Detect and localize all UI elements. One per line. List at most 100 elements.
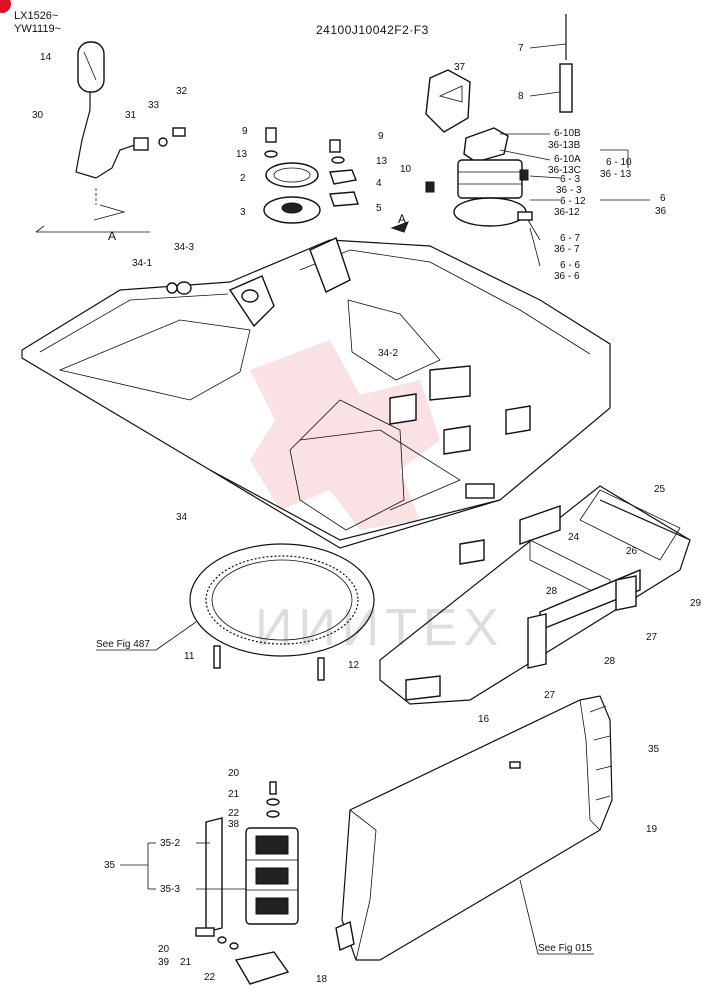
swing-bearing [189,543,375,681]
callout-13b: 13 [376,156,388,167]
callout-36-13b: 36-13B [548,140,581,151]
hose-block [425,69,471,133]
callout-36-12: 36-12 [554,207,580,218]
callout-36-13c: 36-13C [548,165,581,176]
bolt-11 [213,645,221,669]
callout-36-13: 36 - 13 [600,169,632,180]
callout-29: 29 [690,598,702,609]
callout-6-10: 6 - 10 [606,157,632,168]
block-18 [234,951,290,985]
ref-see-fig-015: See Fig 015 [538,943,592,954]
leader-lines-top-right [499,43,650,267]
callout-27b: 27 [544,690,556,701]
view-arrow-icon [390,221,409,233]
washer [158,137,168,147]
callout-31: 31 [125,110,137,121]
mirror-stay [75,92,97,179]
callout-24: 24 [568,532,580,543]
callout-13a: 13 [236,149,248,160]
callout-18: 18 [316,974,328,985]
callout-36: 36 [655,206,667,217]
rear-frame [379,485,691,705]
callout-34: 34 [176,512,188,523]
mirror-bracket [133,137,149,151]
callout-35a: 35 [648,744,660,755]
callout-30: 30 [32,110,44,121]
bushing [176,281,192,295]
callout-35-3: 35-3 [160,884,180,895]
cover-plate [265,162,319,188]
corner-marker [0,0,11,13]
serial-code-2: YW1119~ [14,23,61,35]
cover-5 [329,191,359,207]
callout-28a: 28 [546,586,558,597]
swing-ring-outer [189,543,375,657]
callout-6-10a: 6-10A [554,154,581,165]
callout-14: 14 [40,52,52,63]
callout-32: 32 [176,86,188,97]
view-a-marker: A [108,229,117,243]
callout-36-3: 36 - 3 [556,185,582,196]
motor-body [457,159,523,199]
callout-22a: 22 [228,808,240,819]
mirror-glass [77,41,105,93]
callout-9b: 9 [378,131,384,142]
callout-6-3: 6 - 3 [560,174,580,185]
callout-20a: 20 [228,768,240,779]
callout-35b: 35 [104,860,116,871]
callout-19: 19 [646,824,658,835]
bracket-lines [120,842,246,890]
callout-11: 11 [184,651,195,662]
callout-labels: 14 30 31 33 32 9 13 2 3 9 13 4 5 7 8 37 … [32,43,702,985]
callout-20b: 20 [158,944,170,955]
watermark: ИИИТЕХ [250,340,504,657]
callout-8: 8 [518,91,524,102]
callout-28b: 28 [604,656,616,667]
callout-12: 12 [348,660,360,671]
upper-frame [21,237,611,549]
callout-6-12: 6 - 12 [560,196,586,207]
ref-see-fig-487: See Fig 487 [96,639,150,650]
callout-3: 3 [240,207,246,218]
callout-16: 16 [478,714,490,725]
callout-25: 25 [654,484,666,495]
callout-27a: 27 [646,632,658,643]
callout-21b: 21 [180,957,192,968]
counterweight-block-assembly [195,781,299,985]
callout-9a: 9 [242,126,248,137]
motor-flange [453,197,527,227]
plate-35-2 [205,817,223,933]
cover-4 [329,169,357,185]
callout-35-2: 35-2 [160,838,180,849]
callout-36-7: 36 - 7 [554,244,580,255]
callout-4: 4 [376,178,382,189]
callout-6-7: 6 - 7 [560,233,580,244]
swing-motor-assembly [425,14,573,227]
watermark-text: ИИИТЕХ [255,599,504,657]
swing-ring-teeth [205,555,359,645]
motor-top [463,127,509,163]
callout-6-10b: 6-10B [554,128,581,139]
callout-10: 10 [400,164,412,175]
callout-39: 39 [158,957,170,968]
callout-38: 38 [228,819,240,830]
callout-36-6: 36 - 6 [554,271,580,282]
bolt-12 [317,657,325,681]
callout-7: 7 [518,43,524,54]
bolt [172,127,186,137]
callout-34-3: 34-3 [174,242,194,253]
serial-code-1: LX1526~ [14,10,58,22]
callout-5: 5 [376,203,382,214]
callout-2: 2 [240,173,246,184]
callout-33: 33 [148,100,160,111]
callout-37: 37 [454,62,466,73]
callout-34-1: 34-1 [132,258,152,269]
drawing-number: 24100J10042F2·F3 [316,23,429,37]
view-arrow-label: A [398,212,407,226]
mirror-assembly [35,41,186,233]
callout-22b: 22 [204,972,216,983]
callout-6: 6 [660,193,666,204]
dipstick-tube [559,63,573,113]
